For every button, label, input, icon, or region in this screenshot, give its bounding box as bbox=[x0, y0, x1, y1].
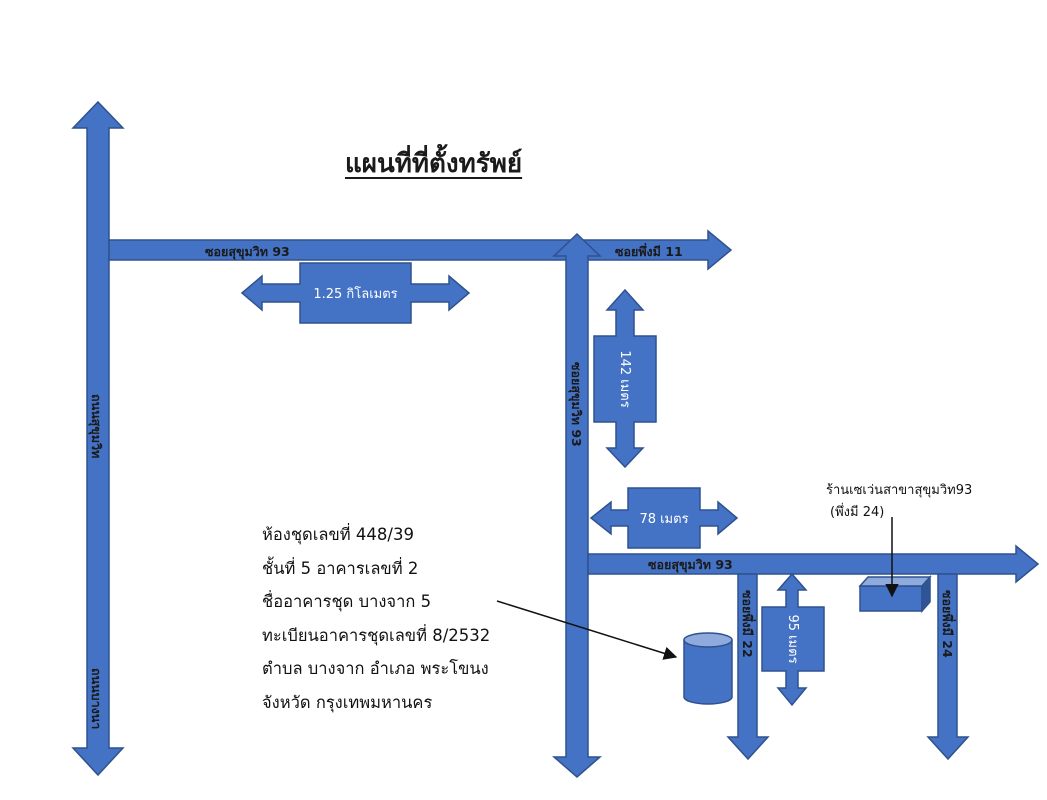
page-title: แผนที่ที่ตั้งทรัพย์ bbox=[345, 149, 523, 179]
soi-22-label: ซอยพึ่งมี 22 bbox=[740, 590, 756, 658]
property-building-cylinder bbox=[683, 632, 733, 705]
vertical-soi-road bbox=[551, 232, 603, 778]
landmark-name: ร้านเซเว่นสาขาสุขุมวิท93 bbox=[826, 483, 973, 498]
address-line: จังหวัด กรุงเทพมหานคร bbox=[262, 692, 433, 712]
left-main-road bbox=[71, 100, 125, 777]
distance-arrow-top bbox=[240, 262, 471, 324]
address-line: ตำบล บางจาก อำเภอ พระโขนง bbox=[262, 659, 489, 678]
distance-arrow-lower bbox=[761, 572, 825, 707]
lower-road bbox=[587, 544, 1040, 584]
distance-lower-label: 95 เมตร bbox=[785, 614, 800, 663]
address-line: ชื่ออาคารชุด บางจาก 5 bbox=[262, 592, 432, 611]
soi-24-label: ซอยพึ่งมี 24 bbox=[940, 590, 956, 658]
distance-arrow-middle bbox=[589, 487, 739, 549]
distance-middle-label: 78 เมตร bbox=[639, 512, 688, 527]
soi-22-road bbox=[726, 573, 770, 761]
left-road-lower-label: ถนนบางนา bbox=[89, 668, 104, 729]
distance-vertical-label: 142 เมตร bbox=[617, 350, 632, 407]
vertical-soi-label: ซอยสุขุมวิท 93 bbox=[568, 362, 584, 447]
distance-arrow-vertical bbox=[593, 288, 657, 469]
landmark-store-box bbox=[858, 575, 932, 613]
address-line: ชั้นที่ 5 อาคารเลขที่ 2 bbox=[262, 558, 419, 578]
soi-24-road bbox=[926, 573, 970, 761]
address-line: ห้องชุดเลขที่ 448/39 bbox=[262, 525, 414, 544]
top-road-label: ซอยสุขุมวิท 93 bbox=[205, 244, 290, 260]
top-road-extension-label: ซอยพึ่งมี 11 bbox=[615, 243, 683, 259]
lower-road-label: ซอยสุขุมวิท 93 bbox=[648, 557, 733, 573]
address-pointer-line bbox=[496, 600, 678, 660]
distance-top-label: 1.25 กิโลเมตร bbox=[313, 286, 397, 302]
landmark-soi: (พึ่งมี 24) bbox=[830, 505, 885, 520]
landmark-label: ร้านเซเว่นสาขาสุขุมวิท93 (พึ่งมี 24) bbox=[826, 480, 972, 524]
address-line: ทะเบียนอาคารชุดเลขที่ 8/2532 bbox=[262, 625, 491, 645]
left-road-upper-label: ถนนสุขุมวิท bbox=[88, 394, 104, 458]
property-address: ห้องชุดเลขที่ 448/39 ชั้นที่ 5 อาคารเลขท… bbox=[262, 518, 490, 719]
